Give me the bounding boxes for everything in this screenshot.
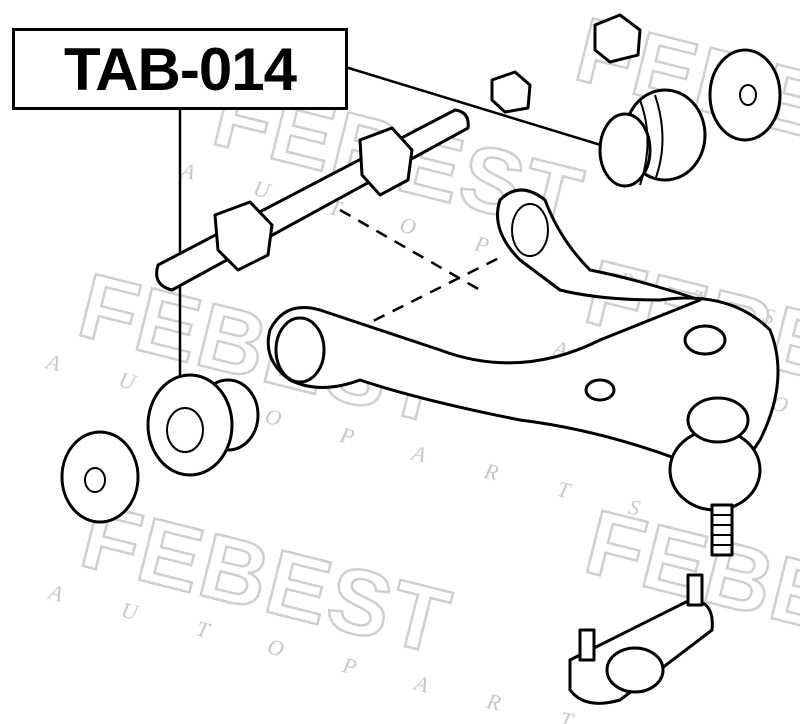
bolt-upper	[490, 13, 642, 114]
alignment-line	[339, 208, 481, 292]
ball-joint	[668, 396, 762, 557]
bushing-lower	[146, 373, 260, 477]
leader-line-upper	[341, 64, 605, 148]
alignment-line	[354, 253, 506, 332]
part-number-label: TAB-014	[12, 28, 348, 110]
pivot-shaft	[155, 108, 470, 292]
upper-control-arm	[266, 188, 780, 480]
bushing-upper	[598, 88, 707, 188]
ball-joint-plate	[568, 573, 714, 705]
washer-lower	[60, 430, 140, 524]
washer-upper	[708, 48, 782, 142]
